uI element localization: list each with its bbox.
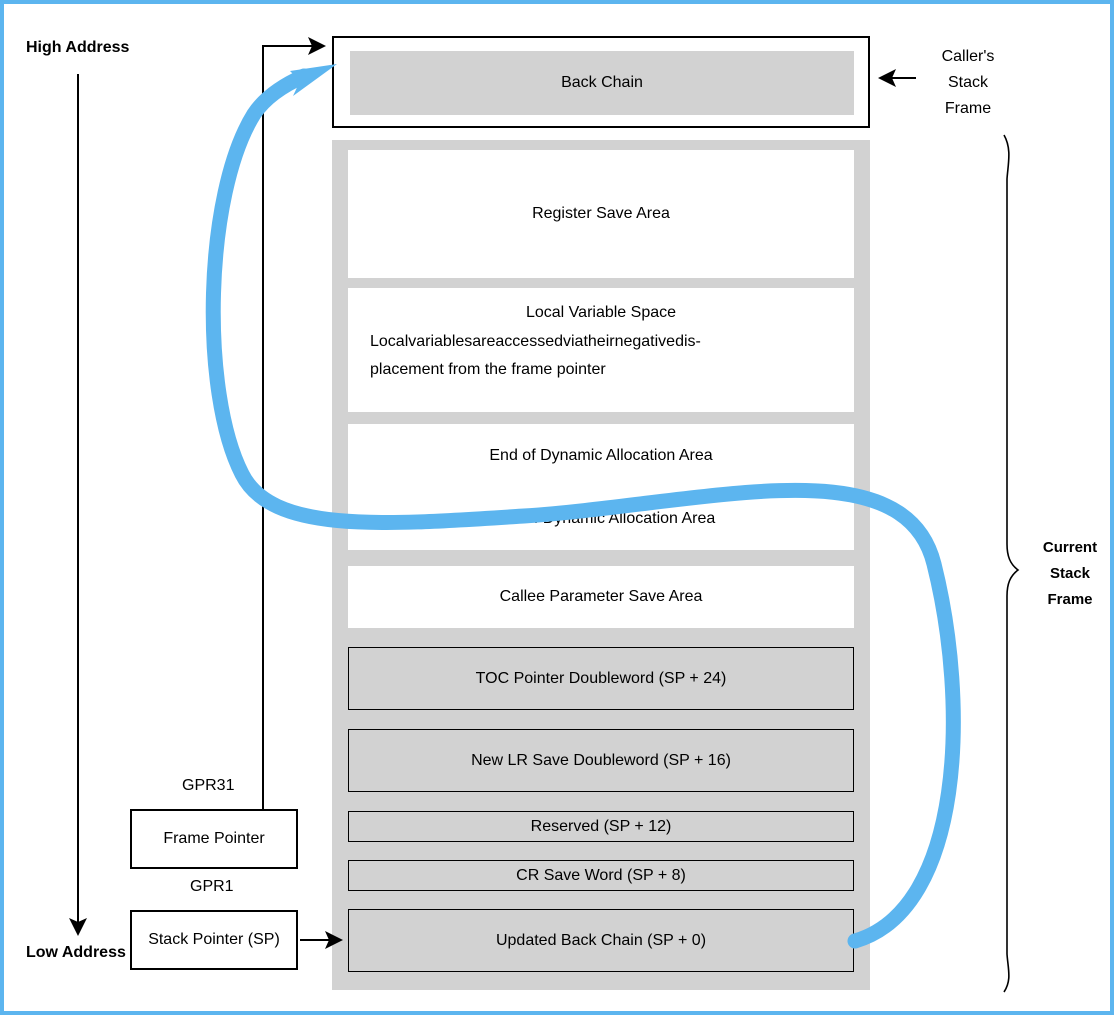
row-cr-save-word: CR Save Word (SP + 8) bbox=[348, 860, 854, 891]
row-dynamic-allocation-area: End of Dynamic Allocation Area Start of … bbox=[348, 424, 854, 550]
row-updated-back-chain: Updated Back Chain (SP + 0) bbox=[348, 909, 854, 972]
local-variable-space-title: Local Variable Space bbox=[525, 304, 677, 321]
row-register-save-area: Register Save Area bbox=[348, 150, 854, 278]
row-new-lr-save-doubleword: New LR Save Doubleword (SP + 16) bbox=[348, 729, 854, 792]
frame-pointer-box: Frame Pointer bbox=[130, 809, 298, 869]
local-variable-space-note-line2: placement from the frame pointer bbox=[370, 361, 606, 378]
stack-pointer-box: Stack Pointer (SP) bbox=[130, 910, 298, 970]
note-word: via bbox=[563, 333, 584, 350]
high-address-label: High Address bbox=[26, 39, 130, 56]
gpr1-label: GPR1 bbox=[190, 878, 234, 895]
row-reserved: Reserved (SP + 12) bbox=[348, 811, 854, 842]
note-word: accessed bbox=[495, 333, 563, 350]
low-address-label: Low Address bbox=[26, 944, 126, 961]
local-variable-space-note: Localvariablesareaccessedviatheirnegativ… bbox=[370, 328, 832, 384]
caller-stack-frame-box: Back Chain bbox=[332, 36, 870, 128]
note-word: negative bbox=[614, 333, 676, 350]
callers-stack-frame-label: Caller's Stack Frame bbox=[941, 48, 995, 117]
gpr31-label: GPR31 bbox=[182, 777, 235, 794]
local-variable-space-note-line1: Localvariablesareaccessedviatheirnegativ… bbox=[370, 328, 832, 356]
note-word: dis- bbox=[675, 333, 701, 350]
frame-pointer-connector bbox=[262, 37, 326, 809]
row-local-variable-space: Local Variable Space Localvariablesareac… bbox=[348, 288, 854, 412]
note-word: their bbox=[583, 333, 615, 350]
current-frame-brace bbox=[1003, 134, 1020, 993]
row-back-chain: Back Chain bbox=[350, 51, 854, 115]
note-word: variables bbox=[408, 333, 473, 350]
note-word: are bbox=[472, 333, 496, 350]
note-word: Local bbox=[370, 333, 409, 350]
current-stack-frame-label: Current Stack Frame bbox=[1042, 539, 1098, 608]
row-callee-parameter-save-area: Callee Parameter Save Area bbox=[348, 566, 854, 628]
start-of-dynamic-allocation-label: Start of Dynamic Allocation Area bbox=[486, 509, 716, 527]
end-of-dynamic-allocation-label: End of Dynamic Allocation Area bbox=[489, 446, 713, 464]
row-toc-pointer-doubleword: TOC Pointer Doubleword (SP + 24) bbox=[348, 647, 854, 710]
